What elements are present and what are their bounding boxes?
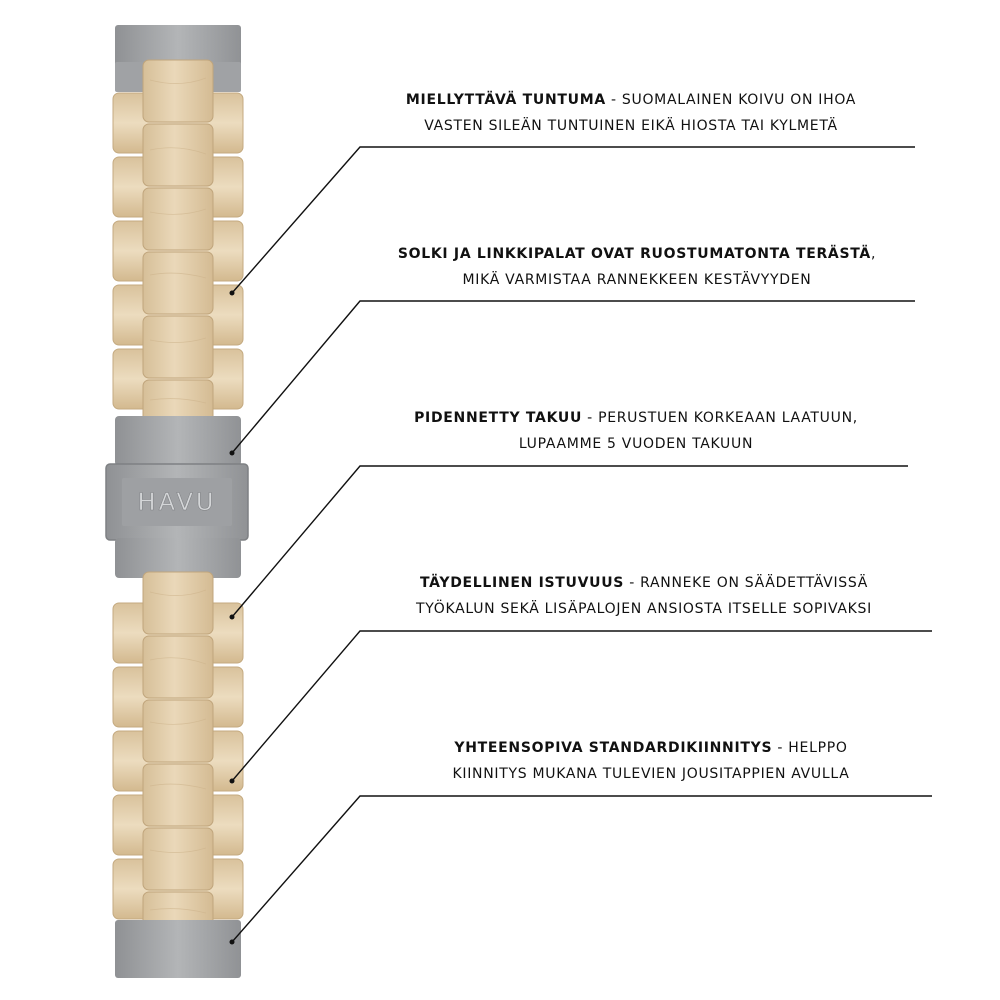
callout-heading: TÄYDELLINEN ISTUVUUS xyxy=(420,575,625,591)
callout-line-2: TYÖKALUN SEKÄ LISÄPALOJEN ANSIOSTA ITSEL… xyxy=(416,601,872,617)
callout-text: , xyxy=(870,246,877,262)
upper-center-links xyxy=(142,59,214,431)
callout-heading: PIDENNETTY TAKUU xyxy=(414,410,583,426)
callout-fit: TÄYDELLINEN ISTUVUUS - RANNEKE ON SÄÄDET… xyxy=(376,570,912,622)
callout-line-2: KIINNITYS MUKANA TULEVIEN JOUSITAPPIEN A… xyxy=(452,766,850,782)
leader-line-5 xyxy=(231,795,932,943)
wood-grain-lower xyxy=(149,589,207,914)
callout-line-1: MIELLYTTÄVÄ TUNTUMA - SUOMALAINEN KOIVU … xyxy=(365,87,897,113)
callout-text: - PERUSTUEN KORKEAAN LAATUUN, xyxy=(582,410,858,426)
leader-lines xyxy=(231,146,932,943)
lower-center-links xyxy=(142,571,214,933)
callout-text: - HELPPO xyxy=(772,740,848,756)
callout-heading: YHTEENSOPIVA STANDARDIKIINNITYS xyxy=(454,740,773,756)
callout-line-2: VASTEN SILEÄN TUNTUINEN EIKÄ HIOSTA TAI … xyxy=(424,118,838,134)
callout-line-1: SOLKI JA LINKKIPALAT OVAT RUOSTUMATONTA … xyxy=(373,241,901,267)
callout-heading: MIELLYTTÄVÄ TUNTUMA xyxy=(405,92,606,108)
callout-line-1: YHTEENSOPIVA STANDARDIKIINNITYS - HELPPO xyxy=(408,735,894,761)
callout-compatibility: YHTEENSOPIVA STANDARDIKIINNITYS - HELPPO… xyxy=(408,735,894,787)
wood-grain xyxy=(149,77,207,404)
callout-text: - RANNEKE ON SÄÄDETTÄVISSÄ xyxy=(624,575,868,591)
clasp-upper-plate xyxy=(115,416,241,466)
callout-comfort: MIELLYTTÄVÄ TUNTUMA - SUOMALAINEN KOIVU … xyxy=(365,87,897,139)
callout-warranty: PIDENNETTY TAKUU - PERUSTUEN KORKEAAN LA… xyxy=(378,405,894,457)
top-end-link xyxy=(115,25,241,67)
callout-heading: SOLKI JA LINKKIPALAT OVAT RUOSTUMATONTA … xyxy=(397,246,871,262)
leader-line-2 xyxy=(231,300,915,454)
callout-line-1: PIDENNETTY TAKUU - PERUSTUEN KORKEAAN LA… xyxy=(378,405,894,431)
clasp-logo: HAVU xyxy=(138,488,217,516)
callout-line-2: MIKÄ VARMISTAA RANNEKKEEN KESTÄVYYDEN xyxy=(462,272,812,288)
clasp-engraving-panel xyxy=(122,478,232,526)
leader-line-1 xyxy=(231,146,915,294)
clasp-lower-plate xyxy=(115,538,241,578)
leader-dots xyxy=(229,290,235,945)
callout-line-2: LUPAAMME 5 VUODEN TAKUUN xyxy=(518,436,754,452)
leader-line-3 xyxy=(231,465,908,618)
callout-line-1: TÄYDELLINEN ISTUVUUS - RANNEKE ON SÄÄDET… xyxy=(376,570,912,596)
leader-line-4 xyxy=(231,630,932,782)
callout-text: - SUOMALAINEN KOIVU ON IHOA xyxy=(605,92,857,108)
callout-stainless-steel: SOLKI JA LINKKIPALAT OVAT RUOSTUMATONTA … xyxy=(373,241,901,293)
bottom-end-link xyxy=(115,920,241,978)
